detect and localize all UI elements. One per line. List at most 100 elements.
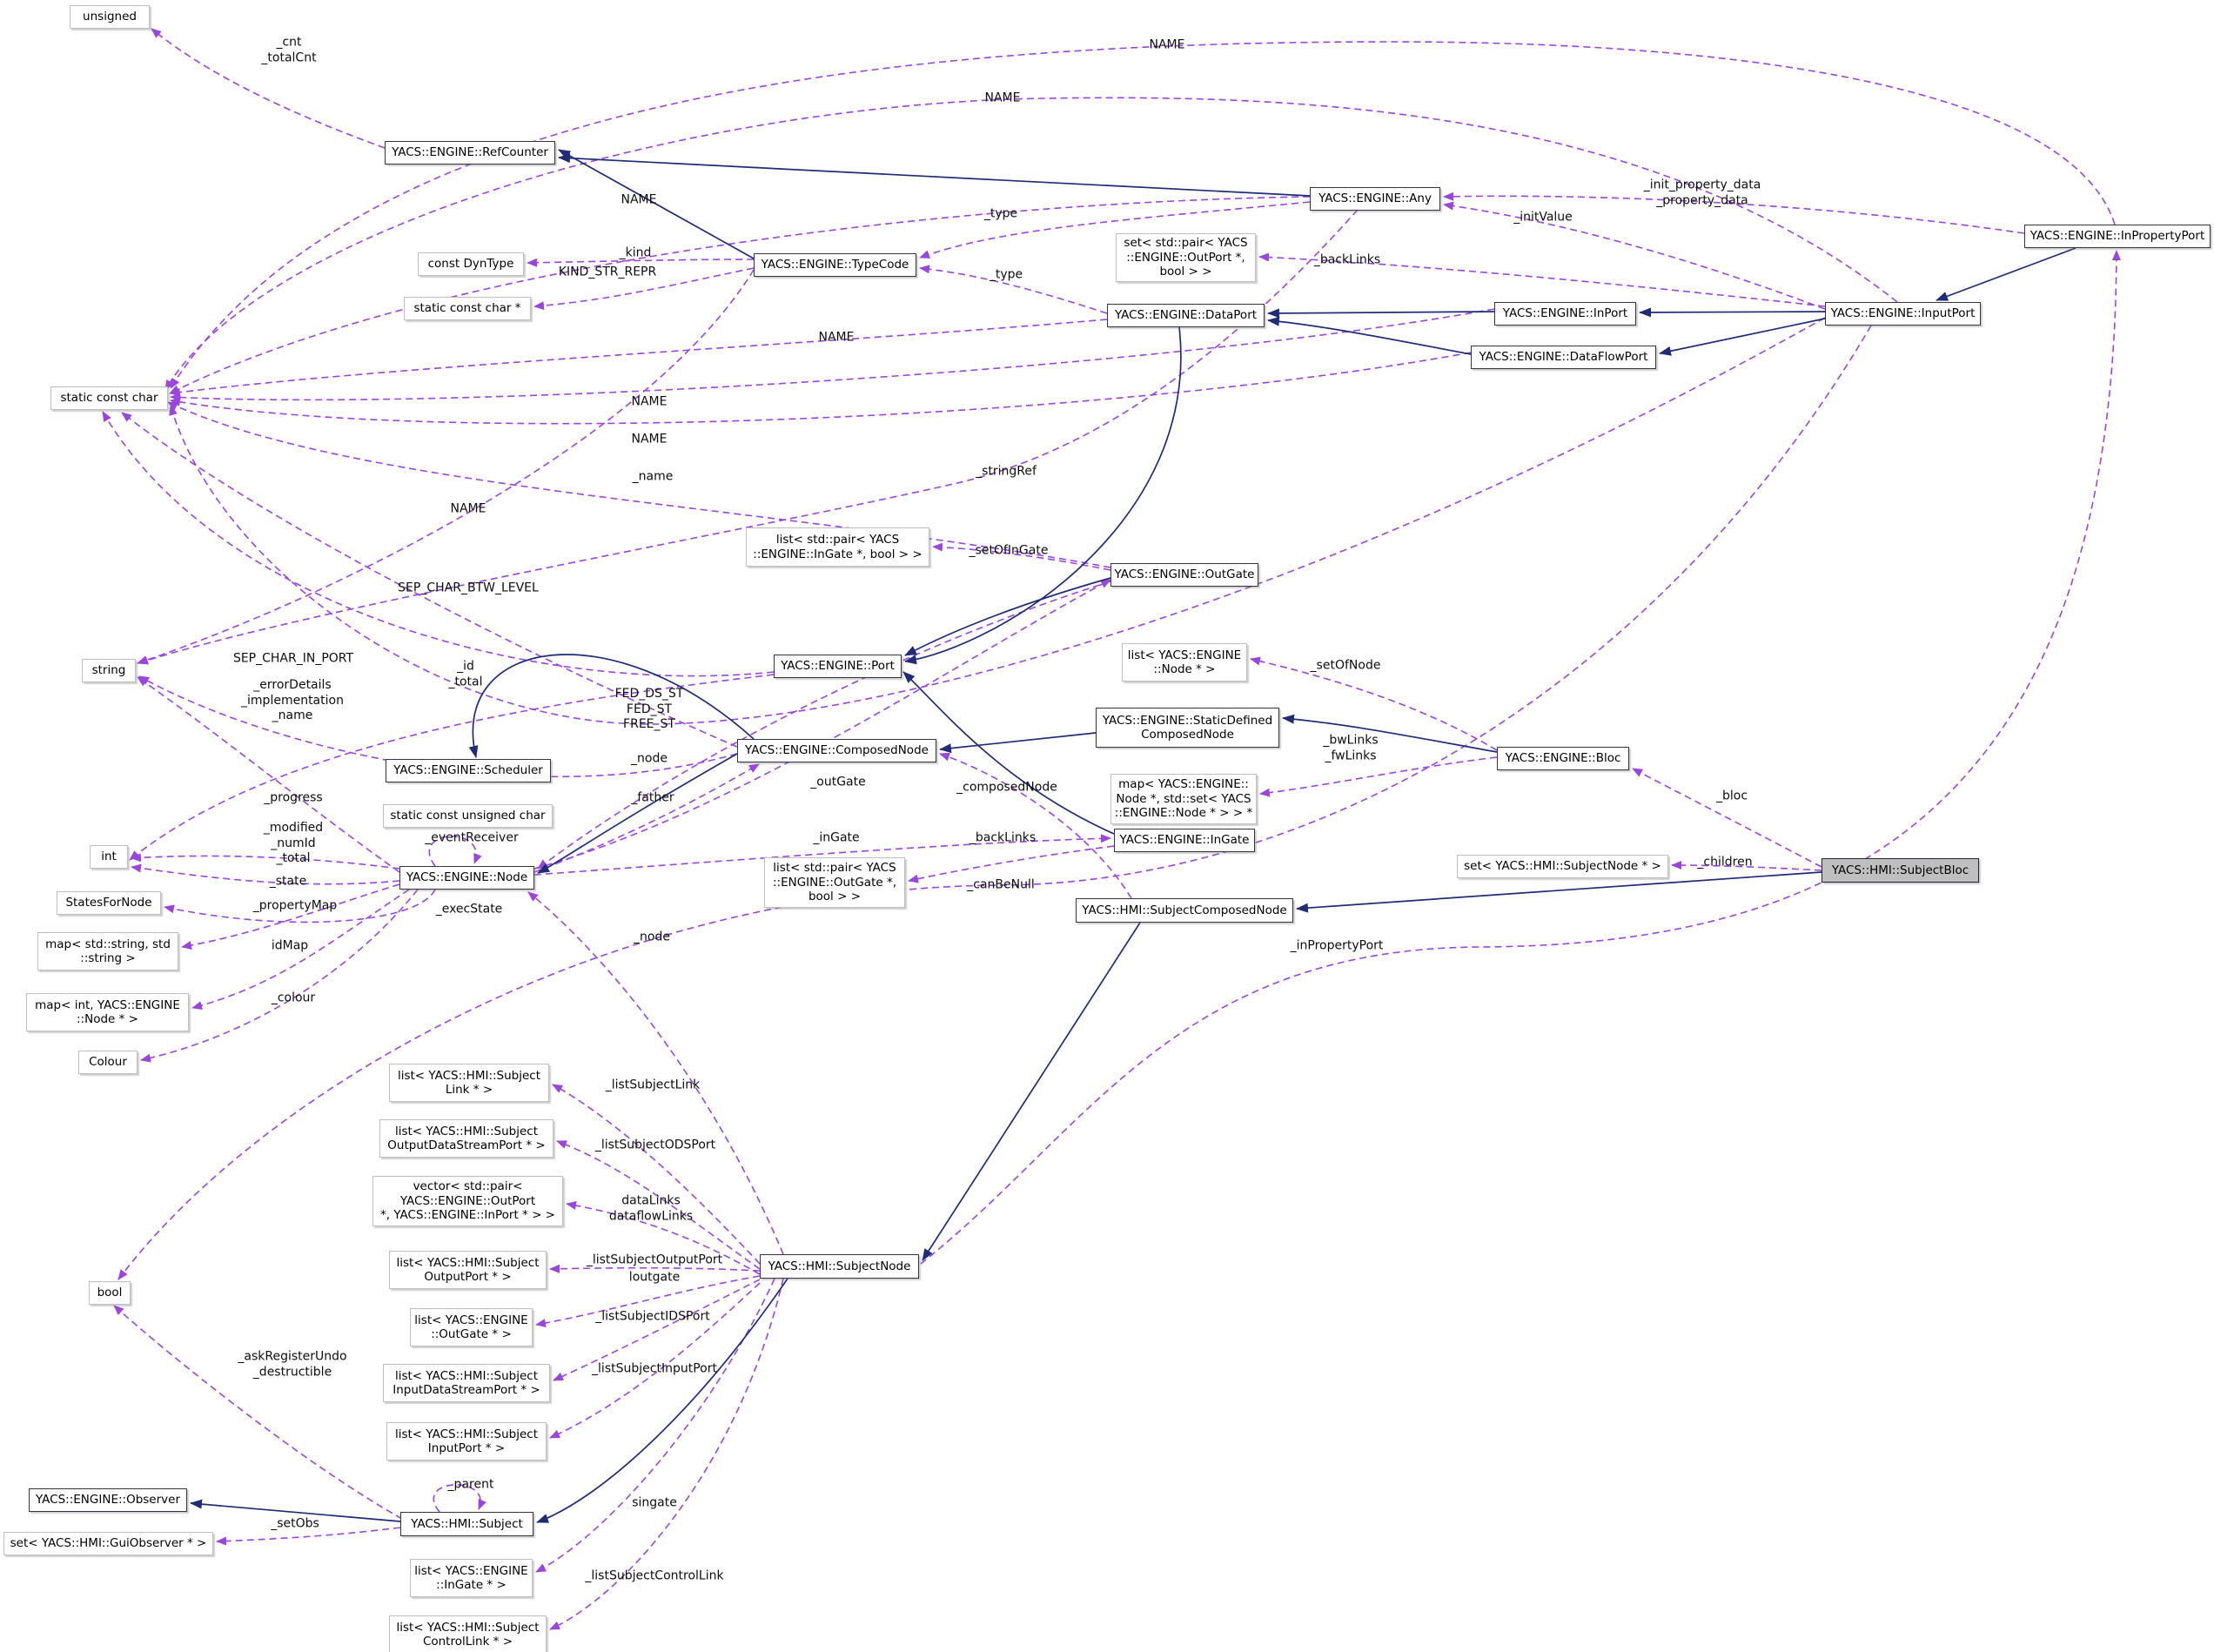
member-edge-setofnode [1250, 656, 1498, 751]
type-node-listpairoutgate: list< std::pair< YACS ::ENGINE::OutGate … [764, 857, 905, 908]
type-node-staticconstcharptr: static const char * [404, 297, 531, 320]
class-node-subjectnode[interactable]: YACS::HMI::SubjectNode [760, 1254, 919, 1279]
edge-label-backlinks2: _backLinks [969, 830, 1037, 845]
member-edge-lsl [552, 1084, 761, 1265]
type-node-staticconstchar: static const char [50, 386, 168, 410]
member-edge-idtotal [129, 674, 775, 861]
class-node-subjectcomposednode[interactable]: YACS::HMI::SubjectComposedNode [1076, 898, 1293, 923]
edge-label-feds: FED_DS_ST FED_ST FREE_ST [614, 686, 684, 731]
edge-label-setofingate: _setOfInGate [969, 543, 1049, 558]
class-node-inpropertyport[interactable]: YACS::ENGINE::InPropertyPort [2024, 225, 2211, 248]
member-edge-eventreceiver [428, 836, 482, 867]
inheritance-edge-i_tc_rc [558, 149, 755, 259]
member-edge-name_ipp [170, 41, 2116, 389]
type-node-vectorpair: vector< std::pair< YACS::ENGINE::OutPort… [372, 1176, 563, 1226]
member-edge-errordetails [137, 676, 400, 873]
inheritance-edge-i_ip_dp [1267, 308, 1495, 319]
edge-label-name_inputport: NAME [984, 91, 1021, 105]
member-edge-singate [535, 1278, 775, 1573]
edge-label-execstate: _execState [435, 902, 503, 917]
type-node-listsubjectinputport: list< YACS::HMI::Subject InputPort * > [386, 1422, 547, 1461]
member-edge-datalinks [566, 1200, 761, 1275]
type-node-unsigned: unsigned [70, 5, 150, 29]
class-node-typecode[interactable]: YACS::ENGINE::TypeCode [754, 253, 916, 277]
edge-label-lsop: _listSubjectOutputPort [586, 1252, 723, 1267]
class-node-outgate[interactable]: YACS::ENGINE::OutGate [1110, 563, 1258, 587]
member-edge-bloc_ref [1632, 768, 1822, 868]
member-edge-lsods [556, 1140, 761, 1270]
edge-label-name_ipp: NAME [1149, 37, 1185, 52]
type-node-colour: Colour [78, 1051, 138, 1074]
class-node-ingate[interactable]: YACS::ENGINE::InGate [1114, 829, 1255, 852]
class-node-inport[interactable]: YACS::ENGINE::InPort [1494, 302, 1636, 326]
inheritance-edge-i_any_rc [558, 153, 1311, 197]
class-node-node[interactable]: YACS::ENGINE::Node [399, 866, 534, 890]
class-node-refcounter[interactable]: YACS::ENGINE::RefCounter [385, 141, 555, 165]
member-edge-name_tc [137, 269, 755, 665]
class-node-observer[interactable]: YACS::ENGINE::Observer [29, 1488, 187, 1512]
inheritance-edge-i_subj_obs [190, 1499, 401, 1522]
member-edge-backlinks1 [1258, 252, 1826, 307]
edge-label-canbenull: _canBeNull [967, 877, 1035, 892]
class-node-any[interactable]: YACS::ENGINE::Any [1310, 187, 1440, 211]
member-edge-execstate [164, 889, 436, 923]
edge-label-initvalue: _initValue [1513, 210, 1573, 225]
edge-label-bwlinks: _bwLinks _fwLinks [1323, 733, 1379, 763]
class-node-dataport[interactable]: YACS::ENGINE::DataPort [1107, 304, 1265, 327]
edge-label-eventreceiver: _eventReceiver [425, 830, 519, 845]
member-edge-inpropertyport_ref [920, 250, 2121, 1265]
edge-label-modified: _modified _numId _total [263, 820, 324, 865]
member-edge-ingate_ref [533, 834, 1111, 876]
edge-label-name_dfp: NAME [631, 432, 668, 447]
member-edge-name_inport [170, 308, 1495, 402]
member-edge-node_og [537, 581, 1111, 870]
edge-label-propertymap: _propertyMap [252, 898, 338, 913]
edge-label-node_og: _node [631, 751, 668, 766]
member-edge-state [131, 863, 400, 885]
type-node-mapintnode: map< int, YACS::ENGINE ::Node * > [26, 993, 189, 1031]
class-node-dataflowport[interactable]: YACS::ENGINE::DataFlowPort [1471, 346, 1656, 369]
member-edge-lscl [549, 1278, 784, 1630]
edge-label-lsl: _listSubjectLink [605, 1078, 701, 1092]
member-edge-setobs [216, 1527, 401, 1546]
class-node-subjectbloc: YACS::HMI::SubjectBloc [1822, 858, 1979, 883]
edge-label-lsods: _listSubjectODSPort [594, 1138, 716, 1152]
member-edge-initprop [1443, 191, 2025, 234]
edge-label-loutgate: loutgate [628, 1270, 681, 1285]
class-node-bloc[interactable]: YACS::ENGINE::Bloc [1497, 747, 1629, 770]
type-node-listsubjectcontrollink: list< YACS::HMI::Subject ControlLink * > [389, 1615, 547, 1652]
edge-label-state: _state [269, 874, 307, 889]
inheritance-edge-i_sb_scn [1296, 871, 1822, 913]
member-edge-bwlinks [1259, 756, 1498, 797]
edge-label-father: _father [631, 790, 674, 805]
member-edge-loutgate [535, 1275, 761, 1327]
class-node-composednode[interactable]: YACS::ENGINE::ComposedNode [737, 739, 936, 762]
type-node-listsubjectidsport: list< YACS::HMI::Subject InputDataStream… [383, 1364, 550, 1402]
type-node-mapstringstring: map< std::string, std ::string > [37, 932, 178, 970]
inheritance-edge-i_dp_port [904, 326, 1182, 665]
member-edge-initvalue [1443, 201, 1826, 310]
edge-label-sepin: SEP_CHAR_IN_PORT [232, 651, 354, 666]
class-node-inputport[interactable]: YACS::ENGINE::InputPort [1825, 302, 1981, 326]
edge-label-datalinks: dataLinks dataflowLinks [608, 1193, 694, 1224]
type-node-listingateptr: list< YACS::ENGINE ::InGate * > [410, 1559, 533, 1597]
member-edge-sepin [102, 411, 775, 677]
member-edge-modified [131, 853, 400, 870]
inheritance-edge-i_sn_subj [536, 1278, 788, 1523]
inheritance-edge-i_cn_sched [468, 654, 755, 758]
type-node-listsubjectoutputport: list< YACS::HMI::Subject OutputPort * > [389, 1251, 547, 1289]
class-node-port[interactable]: YACS::ENGINE::Port [774, 655, 902, 678]
type-node-setguiobserver: set< YACS::HMI::GuiObserver * > [3, 1532, 213, 1555]
edge-label-stringref: _stringRef [976, 464, 1037, 479]
member-edge-name_outgate [167, 401, 1111, 568]
inheritance-edge-i_og_port [904, 577, 1111, 656]
class-node-scheduler[interactable]: YACS::ENGINE::Scheduler [386, 759, 551, 782]
edge-label-idtotal: _id _total [448, 659, 483, 689]
class-node-staticdefined[interactable]: YACS::ENGINE::StaticDefined ComposedNode [1096, 708, 1279, 748]
edge-label-parent: _parent [447, 1477, 494, 1492]
edge-label-initprop: _init_property_data _property_data [1643, 178, 1761, 208]
edge-label-name_inport: NAME [631, 394, 668, 409]
class-node-subject[interactable]: YACS::HMI::Subject [400, 1512, 533, 1536]
